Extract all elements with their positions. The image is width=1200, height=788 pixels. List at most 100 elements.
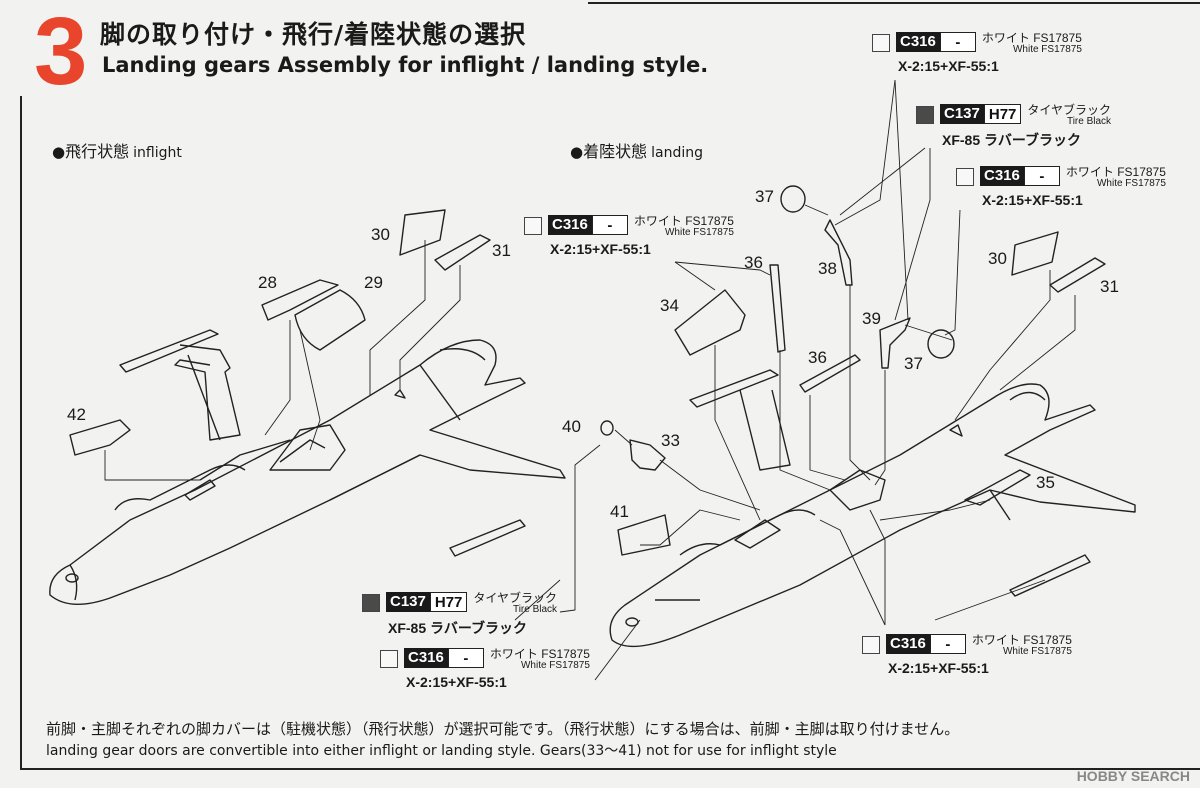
paint-code-alt: H77: [983, 104, 1022, 124]
paint-name-en: White FS17875: [1002, 646, 1072, 657]
part-38-shape: [824, 219, 853, 286]
part-number-40: 40: [562, 417, 581, 436]
part-number-38: 38: [818, 259, 837, 278]
paint-code: C316: [404, 648, 448, 668]
note-en: landing gear doors are convertible into …: [46, 743, 837, 759]
paint-code-alt: -: [1023, 166, 1060, 186]
paint-code: C137: [940, 104, 984, 124]
part-31b-shape: [1049, 257, 1106, 293]
section-landing-jp: 着陸状態: [583, 142, 648, 161]
paint-name-en: White FS17875: [664, 227, 734, 238]
paint-swatch-white: [956, 168, 974, 186]
paint-mix: X-2:15+XF-55:1: [982, 192, 1083, 208]
part-36b-shape: [799, 354, 861, 393]
paint-mix: X-2:15+XF-55:1: [406, 674, 507, 690]
part-number-37b: 37: [904, 354, 923, 373]
paint-code: C316: [980, 166, 1024, 186]
paint-name-jp: タイヤブラック: [1027, 103, 1112, 117]
part-number-31: 31: [492, 241, 511, 260]
paint-code: C137: [386, 592, 430, 612]
paint-name-en: Tire Black: [1066, 116, 1112, 127]
paint-mix: X-2:15+XF-55:1: [888, 660, 989, 676]
aircraft-inflight: [49, 329, 566, 606]
part-42-shape: [69, 419, 131, 456]
paint-code: C316: [886, 634, 930, 654]
paint-code: C316: [548, 215, 592, 235]
part-34-shape: [674, 289, 746, 356]
paint-name-jp: ホワイト FS17875: [971, 633, 1072, 647]
part-30b-shape: [1011, 231, 1059, 276]
paint-swatch-white: [380, 650, 398, 668]
paint-code-alt: -: [447, 648, 484, 668]
part-number-30b: 30: [988, 249, 1007, 268]
paint-name-jp: ホワイト FS17875: [489, 647, 590, 661]
part-number-28: 28: [258, 273, 277, 292]
part-30-shape: [399, 209, 446, 256]
part-number-39: 39: [862, 309, 881, 328]
part-number-35: 35: [1036, 473, 1055, 492]
note-jp: 前脚・主脚それぞれの脚カバーは（駐機状態）（飛行状態）が選択可能です。（飛行状態…: [46, 720, 960, 738]
wheel-40: [600, 420, 614, 436]
paint-name-jp: ホワイト FS17875: [633, 214, 734, 228]
wheel-37a: [780, 185, 806, 213]
part-number-36b: 36: [808, 348, 827, 367]
bullet-icon: ●: [570, 143, 584, 161]
aircraft-landing: [609, 369, 1136, 648]
paint-swatch-tire: [916, 106, 934, 124]
section-inflight-en: inflight: [133, 145, 182, 161]
part-number-34: 34: [660, 296, 679, 315]
paint-swatch-tire: [362, 594, 380, 612]
step-title-jp: 脚の取り付け・飛行/着陸状態の選択: [100, 20, 527, 49]
paint-name-en: Tire Black: [512, 604, 558, 615]
part-41-shape: [617, 514, 671, 556]
part-number-29: 29: [364, 273, 383, 292]
frame-top-right: [588, 2, 1200, 4]
part-number-36: 36: [744, 253, 763, 272]
watermark-logo: HOBBY SEARCH: [1076, 768, 1190, 784]
part-39-shape: [879, 317, 911, 369]
part-number-33: 33: [661, 431, 680, 450]
paint-name-en: White FS17875: [1096, 178, 1166, 189]
part-number-42: 42: [67, 405, 86, 424]
part-number-31b: 31: [1100, 277, 1119, 296]
paint-swatch-white: [524, 217, 542, 235]
paint-name-jp: ホワイト FS17875: [981, 31, 1082, 45]
paint-code-alt: -: [591, 215, 628, 235]
part-36a-shape: [769, 264, 786, 353]
paint-mix: XF-85 ラバーブラック: [942, 132, 1082, 148]
bullet-icon: ●: [52, 143, 66, 161]
section-landing-en: landing: [651, 145, 703, 161]
part-35-shape: [964, 469, 1031, 506]
paint-mix: XF-85 ラバーブラック: [388, 620, 528, 636]
section-inflight-jp: 飛行状態: [65, 142, 130, 161]
frame-bottom: [20, 768, 1200, 770]
step-title-en: Landing gears Assembly for inflight / la…: [102, 53, 709, 77]
paint-name-en: White FS17875: [520, 660, 590, 671]
part-33-shape: [629, 439, 666, 471]
paint-swatch-white: [872, 34, 890, 52]
paint-code-alt: -: [929, 634, 966, 654]
wheel-37b: [927, 329, 955, 359]
paint-name-en: White FS17875: [1012, 44, 1082, 55]
paint-swatch-white: [862, 636, 880, 654]
part-31-shape: [434, 234, 491, 271]
paint-name-jp: ホワイト FS17875: [1065, 165, 1166, 179]
part-28-shape: [261, 279, 339, 321]
paint-code: C316: [896, 32, 940, 52]
frame-left: [20, 96, 22, 769]
paint-code-alt: -: [939, 32, 976, 52]
part-number-30: 30: [371, 225, 390, 244]
step-number: 3: [34, 0, 88, 105]
paint-mix: X-2:15+XF-55:1: [550, 241, 651, 257]
paint-code-alt: H77: [429, 592, 468, 612]
